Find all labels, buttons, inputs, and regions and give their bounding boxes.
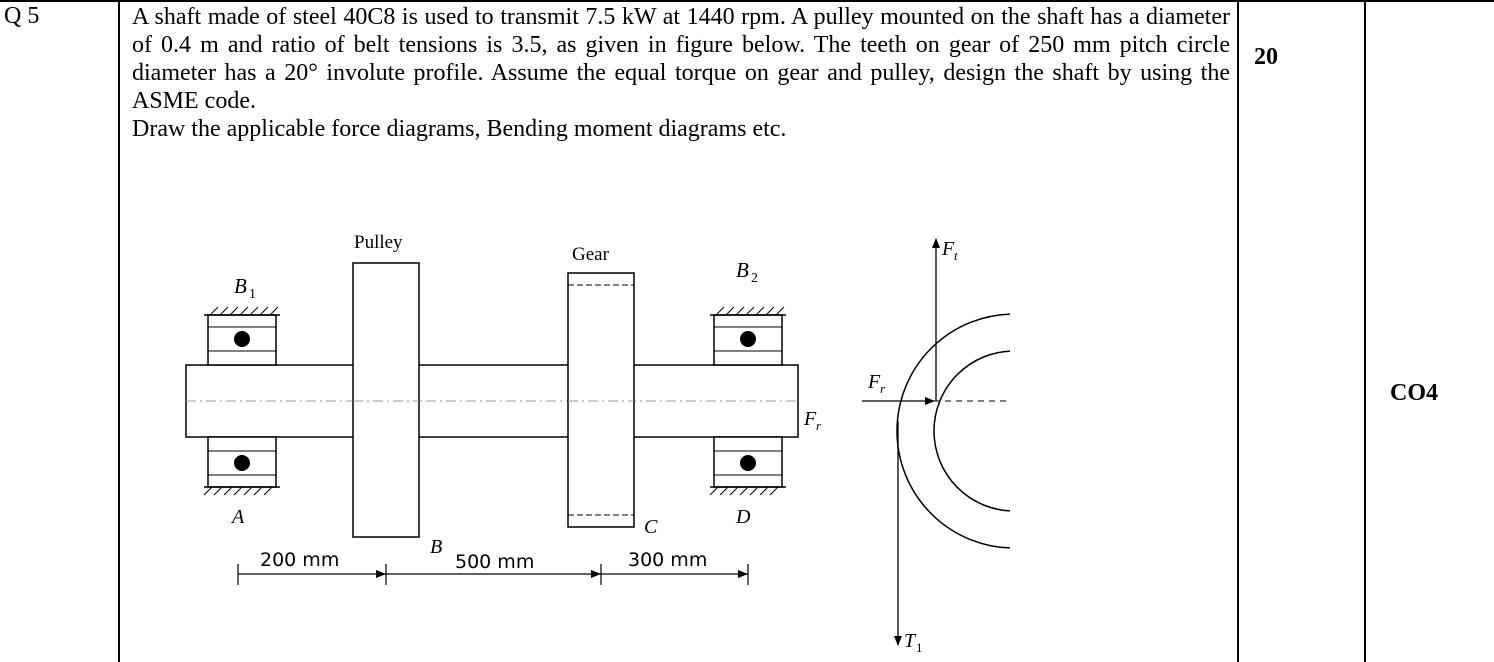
dimension-bc: 500 mm [455, 551, 534, 573]
fr-subscript: r [880, 381, 886, 396]
point-b-label: B [430, 536, 442, 558]
dimension-ab: 200 mm [260, 549, 339, 571]
dimension-line [237, 564, 749, 585]
gear-label: Gear [572, 244, 610, 265]
column-divider-3 [1364, 0, 1366, 662]
bearing-b1-label: B [234, 274, 247, 298]
question-instruction: Draw the applicable force diagrams, Bend… [132, 116, 787, 142]
shaft-fr-label: F [803, 408, 817, 430]
question-text: A shaft made of steel 40C8 is used to tr… [132, 4, 1230, 114]
table-top-border [0, 0, 1494, 2]
question-number: Q 5 [4, 3, 40, 29]
shaft-figure: Pulley Gear B 1 B 2 A B C D F r 200 mm 5… [185, 232, 1010, 655]
pulley [352, 262, 420, 538]
pulley-label: Pulley [354, 232, 403, 253]
bearing-b1-subscript: 1 [249, 287, 256, 302]
column-divider-1 [118, 0, 120, 662]
bearing-b2 [709, 306, 786, 496]
bearing-b2-label: B [736, 258, 749, 282]
pulley-end-view [896, 313, 1010, 549]
point-d-label: D [735, 506, 751, 528]
fr-label: F [867, 371, 881, 393]
gear [567, 272, 635, 528]
point-c-label: C [644, 516, 658, 538]
bearing-b2-subscript: 2 [751, 271, 758, 286]
ft-label: F [941, 238, 955, 260]
bearing-b1 [203, 306, 280, 496]
question-body: A shaft made of steel 40C8 is used to tr… [132, 3, 1232, 143]
shaft [185, 364, 799, 438]
dimension-cd: 300 mm [628, 549, 707, 571]
t1-subscript: 1 [916, 640, 923, 655]
point-a-label: A [230, 506, 245, 528]
column-divider-2 [1237, 0, 1239, 662]
shaft-fr-subscript: r [816, 418, 822, 433]
marks-value: 20 [1254, 44, 1278, 70]
ft-subscript: t [954, 248, 958, 263]
t1-label: T [904, 630, 917, 652]
course-outcome: CO4 [1390, 380, 1438, 406]
